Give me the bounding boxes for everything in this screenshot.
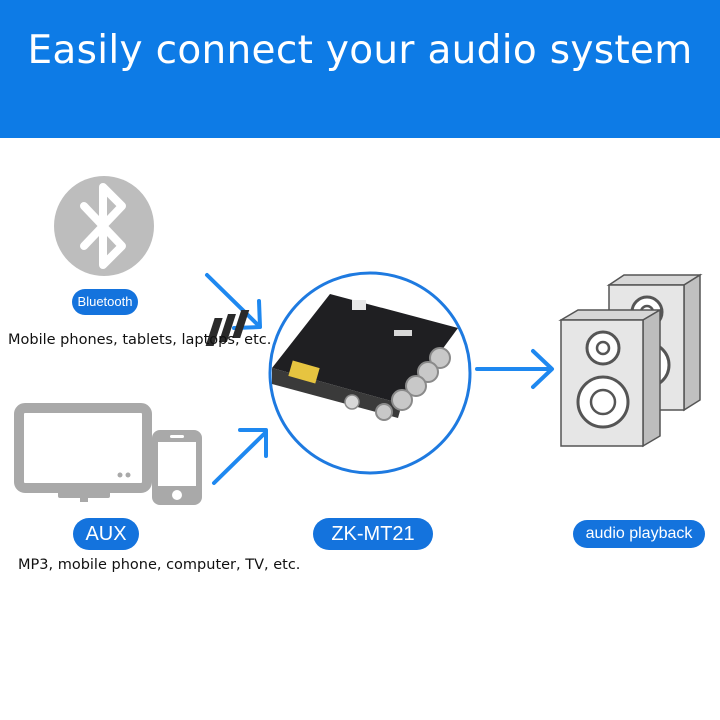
monitor-icon xyxy=(14,403,152,502)
bluetooth-icon xyxy=(54,176,154,276)
device-label: ZK-MT21 xyxy=(313,518,433,550)
speakers-icon xyxy=(558,273,703,448)
arrow-aux-to-board xyxy=(212,428,268,485)
bluetooth-label: Bluetooth xyxy=(72,289,138,315)
phone-icon xyxy=(152,430,202,505)
aux-caption: MP3, mobile phone, computer, TV, etc. xyxy=(18,557,301,573)
header-banner: Easily connect your audio system xyxy=(0,0,720,138)
bluetooth-caption: Mobile phones, tablets, laptops, etc. xyxy=(8,332,272,348)
output-label: audio playback xyxy=(573,520,705,548)
amplifier-board-image xyxy=(205,271,472,475)
aux-label: AUX xyxy=(73,518,139,550)
arrow-board-to-speakers xyxy=(475,349,554,389)
page-title: Easily connect your audio system xyxy=(27,28,693,73)
